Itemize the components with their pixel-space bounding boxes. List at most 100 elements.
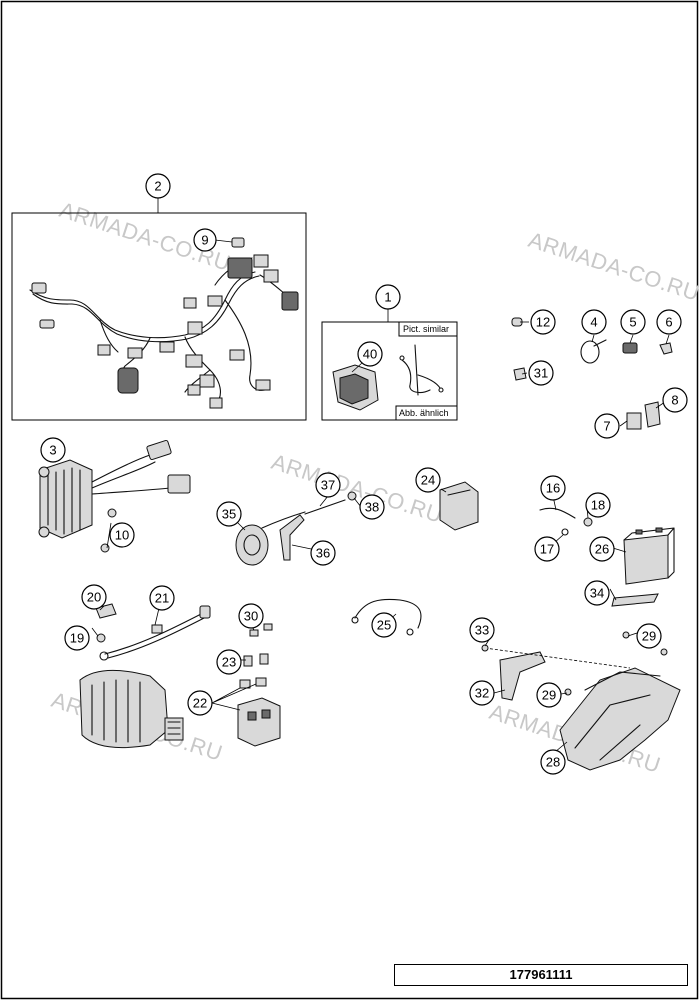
svg-text:4: 4: [590, 315, 597, 330]
svg-text:29: 29: [642, 629, 656, 644]
callout-32[interactable]: 32: [469, 680, 495, 706]
callout-16[interactable]: 16: [540, 475, 566, 501]
item-4-wire: [580, 339, 607, 364]
item-40-bracket: [332, 344, 444, 411]
svg-text:5: 5: [629, 315, 636, 330]
svg-text:33: 33: [475, 623, 489, 638]
svg-text:17: 17: [540, 542, 554, 557]
svg-text:24: 24: [421, 473, 435, 488]
callout-30[interactable]: 30: [238, 603, 264, 629]
item-19-nut: [96, 633, 106, 643]
harness-box: [11, 212, 307, 421]
callout-31[interactable]: 31: [528, 360, 554, 386]
item-5-fuse: [622, 342, 638, 354]
svg-text:12: 12: [536, 315, 550, 330]
svg-text:37: 37: [321, 478, 335, 493]
item-24-unit: [439, 481, 479, 531]
item-7-relay: [626, 412, 642, 430]
callout-36[interactable]: 36: [310, 540, 336, 566]
svg-text:29: 29: [542, 688, 556, 703]
item-32-bracket: [499, 651, 546, 701]
callout-3[interactable]: 3: [40, 437, 66, 463]
svg-text:22: 22: [193, 696, 207, 711]
item-22-fuse-box: [211, 677, 281, 747]
item-28-bracket: [559, 667, 681, 771]
callout-17[interactable]: 17: [534, 536, 560, 562]
callout-28[interactable]: 28: [540, 749, 566, 775]
item-16-cable: [539, 507, 593, 536]
callout-26[interactable]: 26: [589, 536, 615, 562]
callout-24[interactable]: 24: [415, 467, 441, 493]
item-23-fuses: [243, 653, 269, 667]
item-6-clip: [659, 342, 673, 355]
svg-text:30: 30: [244, 609, 258, 624]
callout-19[interactable]: 19: [64, 625, 90, 651]
callout-22[interactable]: 22: [187, 690, 213, 716]
callout-10[interactable]: 10: [109, 522, 135, 548]
item-34-pad: [611, 593, 659, 607]
callout-23[interactable]: 23: [216, 649, 242, 675]
svg-text:28: 28: [546, 755, 560, 770]
svg-text:1: 1: [384, 290, 391, 305]
svg-text:20: 20: [87, 590, 101, 605]
callout-20[interactable]: 20: [81, 584, 107, 610]
pict-similar-label: Pict. similar: [403, 324, 449, 334]
callout-12[interactable]: 12: [530, 309, 556, 335]
callout-6[interactable]: 6: [656, 309, 682, 335]
callout-37[interactable]: 37: [315, 472, 341, 498]
similar-labels: Pict. similar Abb. ähnlich: [399, 324, 449, 418]
callout-25[interactable]: 25: [371, 612, 397, 638]
svg-text:10: 10: [115, 528, 129, 543]
callout-7[interactable]: 7: [594, 413, 620, 439]
callout-40[interactable]: 40: [357, 341, 383, 367]
callout-2[interactable]: 2: [145, 173, 171, 199]
wiring-harness: [29, 237, 299, 409]
callout-38[interactable]: 38: [359, 494, 385, 520]
abb-aehnlich-frame: [395, 405, 458, 421]
callout-21[interactable]: 21: [149, 585, 175, 611]
callout-1[interactable]: 1: [375, 284, 401, 310]
svg-text:26: 26: [595, 542, 609, 557]
callout-29a[interactable]: 29: [636, 623, 662, 649]
item-21-cable: [99, 605, 211, 661]
item-20-cap: [95, 603, 117, 619]
starter-motor: [79, 669, 184, 749]
callout-8[interactable]: 8: [662, 387, 688, 413]
svg-text:2: 2: [154, 179, 161, 194]
pict-similar-frame: [398, 321, 458, 337]
svg-text:36: 36: [316, 546, 330, 561]
callout-29b[interactable]: 29: [536, 682, 562, 708]
svg-text:18: 18: [591, 498, 605, 513]
svg-text:7: 7: [603, 419, 610, 434]
svg-text:32: 32: [475, 686, 489, 701]
relay-box: [321, 321, 458, 421]
svg-text:8: 8: [671, 393, 678, 408]
svg-text:40: 40: [363, 347, 377, 362]
callout-33[interactable]: 33: [469, 617, 495, 643]
watermark-2: ARMADA-CO.RU: [525, 227, 699, 306]
item-35-horn: [235, 511, 306, 566]
svg-text:34: 34: [590, 586, 604, 601]
svg-text:38: 38: [365, 500, 379, 515]
svg-text:25: 25: [377, 618, 391, 633]
abb-aehnlich-label: Abb. ähnlich: [399, 408, 449, 418]
item-29-screws: [564, 631, 668, 696]
callout-9[interactable]: 9: [193, 228, 217, 252]
callout-34[interactable]: 34: [584, 580, 610, 606]
svg-text:19: 19: [70, 631, 84, 646]
callout-4[interactable]: 4: [581, 309, 607, 335]
svg-text:16: 16: [546, 481, 560, 496]
document-number: 177961111: [394, 964, 688, 986]
item-36-bracket: [279, 514, 305, 561]
item-3-regulator: [38, 439, 191, 539]
callout-18[interactable]: 18: [585, 492, 611, 518]
svg-text:31: 31: [534, 366, 548, 381]
item-33-line: [481, 644, 631, 669]
svg-text:9: 9: [201, 233, 208, 248]
svg-text:3: 3: [49, 443, 56, 458]
callout-35[interactable]: 35: [216, 501, 242, 527]
svg-text:23: 23: [222, 655, 236, 670]
callout-5[interactable]: 5: [620, 309, 646, 335]
item-25-cable: [351, 598, 422, 636]
